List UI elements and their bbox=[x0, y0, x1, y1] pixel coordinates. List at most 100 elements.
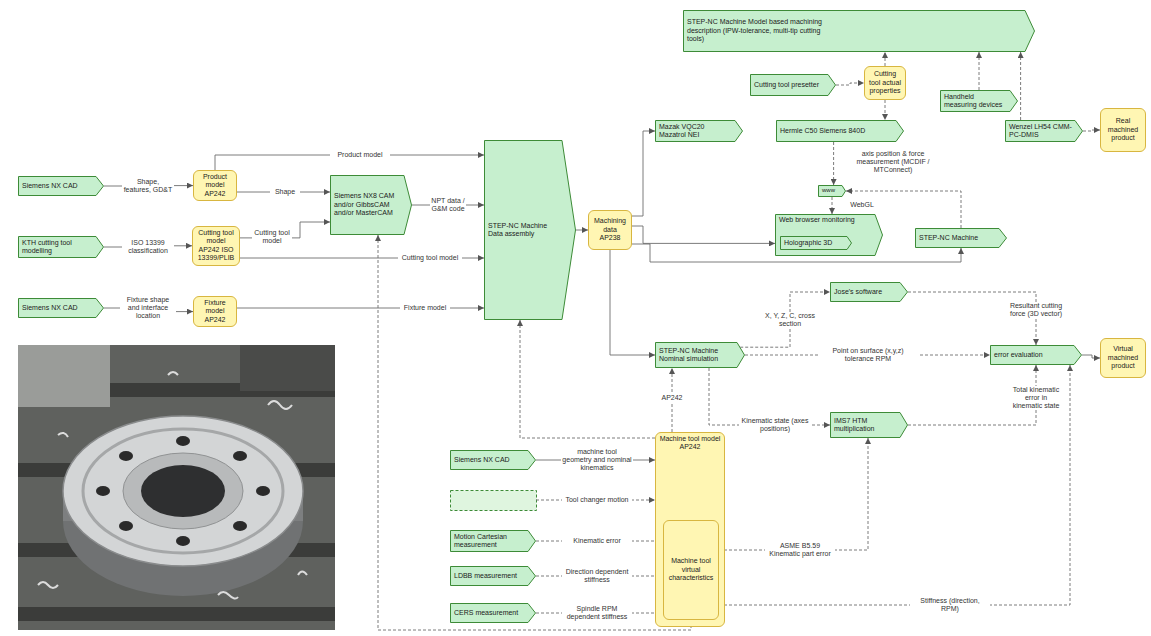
connector bbox=[836, 83, 864, 85]
edge-label: Point on surface (x,y,z) tolerance RPM bbox=[818, 347, 918, 363]
bolt-hole bbox=[119, 451, 133, 461]
box-text: STEP-NC Machine bbox=[919, 234, 996, 242]
photo-background bbox=[18, 345, 335, 630]
edge-label: Cutting tool model bbox=[252, 229, 292, 245]
process-box: Web browser monitoringHolographic 3D bbox=[775, 214, 883, 256]
box-text: Machine tool model AP242 bbox=[659, 435, 721, 452]
process-box: Mazak VQC20 Mazatrol NEI bbox=[655, 120, 743, 142]
process-box: Siemens NX CAD bbox=[18, 298, 104, 318]
process-box: STEP-NC Machine bbox=[915, 228, 1007, 248]
process-box: Hermle C50 Siemens 840D bbox=[776, 120, 904, 142]
process-box: Motion Cartesian measurement bbox=[450, 530, 536, 552]
box-text: Motion Cartesian measurement bbox=[454, 533, 525, 550]
box-outline bbox=[451, 531, 536, 552]
connector bbox=[979, 52, 980, 90]
data-model-box: Virtual machined product bbox=[1100, 338, 1146, 378]
edge-label: Shape, features, GD&T bbox=[122, 178, 174, 194]
box-text: Wenzel LH54 CMM-PC-DMIS bbox=[1009, 123, 1072, 140]
box-outline bbox=[776, 215, 883, 256]
process-box: STEP-NC Machine Model based machining de… bbox=[683, 10, 1035, 52]
fixture-block bbox=[18, 345, 110, 407]
box-text: Cutting tool actual properties bbox=[868, 70, 902, 95]
box-text: Hermle C50 Siemens 840D bbox=[780, 127, 893, 135]
connector bbox=[520, 320, 655, 438]
data-model-box: Machine tool virtual characteristics bbox=[663, 520, 719, 620]
box-text: Machining data AP238 bbox=[592, 217, 628, 242]
box-text: IMS7 HTM multiplication bbox=[834, 417, 897, 434]
connector bbox=[610, 250, 655, 355]
connector bbox=[632, 131, 655, 216]
box-outline bbox=[684, 11, 1035, 52]
box-text: Handheld measuring devices bbox=[944, 93, 1007, 110]
process-box: Siemens NX CAD bbox=[18, 176, 104, 196]
edge-label: Cutting tool model bbox=[398, 254, 462, 262]
box-text: Real machined product bbox=[1104, 117, 1142, 142]
box-outline bbox=[991, 346, 1082, 365]
connector bbox=[832, 197, 833, 214]
connector bbox=[632, 226, 775, 243]
edge-label: NPT data / G&M code bbox=[430, 197, 466, 213]
box-text: LDBB measurement bbox=[454, 572, 525, 580]
data-model-box: Fixture model AP242 bbox=[193, 296, 237, 327]
connector bbox=[576, 230, 588, 231]
metal-chips bbox=[38, 372, 307, 599]
box-text: Mazak VQC20 Mazatrol NEI bbox=[659, 123, 732, 140]
process-box: error evaluation bbox=[990, 345, 1082, 365]
process-box: Handheld measuring devices bbox=[940, 90, 1018, 112]
edge-label: WebGL bbox=[847, 201, 877, 209]
box-outline bbox=[656, 121, 743, 142]
box-outline bbox=[831, 413, 908, 438]
edge-label: Fixture shape and interface location bbox=[120, 296, 176, 320]
edge-label: Resultant cutting force (3D vector) bbox=[1005, 302, 1067, 318]
fixture-block bbox=[240, 345, 335, 391]
edge-label: ISO 13399 classification bbox=[122, 239, 174, 255]
box-outline bbox=[831, 283, 908, 302]
ring-boss bbox=[123, 453, 243, 529]
data-model-box: Machine tool model AP242Machine tool vir… bbox=[655, 432, 725, 627]
box-outline bbox=[941, 91, 1018, 112]
machined-part-photo bbox=[18, 345, 335, 630]
box-outline bbox=[485, 141, 576, 320]
box-text: Jose's software bbox=[834, 288, 897, 296]
box-text: Web browser monitoring bbox=[779, 216, 872, 224]
process-box: KTH cutting tool modelling bbox=[18, 236, 104, 258]
box-outline bbox=[751, 75, 836, 96]
note-label: Tool changer motion bbox=[562, 496, 632, 504]
data-model-box: Product model AP242 bbox=[193, 170, 237, 201]
ring-top bbox=[63, 416, 303, 566]
box-outline bbox=[19, 299, 104, 318]
process-box: www bbox=[818, 185, 846, 197]
box-outline bbox=[819, 186, 846, 197]
box-text: Virtual machined product bbox=[1104, 345, 1142, 370]
edge-label: Shape bbox=[270, 188, 300, 196]
process-box: LDBB measurement bbox=[450, 566, 536, 586]
edge-label: ASME B5.59 Kinematic part error bbox=[765, 542, 835, 558]
connector bbox=[885, 52, 886, 66]
box-text: Machine tool virtual characteristics bbox=[667, 557, 715, 582]
ring-groove bbox=[83, 429, 283, 553]
box-outline bbox=[781, 237, 852, 250]
box-text: STEP-NC Machine Model based machining de… bbox=[687, 18, 835, 43]
ring-bore bbox=[141, 465, 225, 517]
connector bbox=[1020, 52, 1021, 120]
box-text: www bbox=[822, 187, 839, 194]
edge-label: Total kinematic error in kinematic state bbox=[1011, 386, 1061, 410]
process-box: STEP-NC Machine Data assembly bbox=[484, 140, 576, 320]
process-box: CERS measurement bbox=[450, 603, 536, 623]
box-text: KTH cutting tool modelling bbox=[22, 239, 93, 256]
process-box: STEP-NC Machine Nominal simulation bbox=[655, 342, 745, 368]
connector bbox=[1082, 355, 1100, 358]
table-slot bbox=[18, 607, 335, 621]
edge-label: Spindle RPM dependent stiffness bbox=[562, 605, 632, 621]
box-outline bbox=[451, 604, 536, 623]
connector bbox=[833, 142, 834, 185]
process-box: Jose's software bbox=[830, 282, 908, 302]
box-text: STEP-NC Machine Nominal simulation bbox=[659, 347, 734, 364]
box-outline bbox=[451, 451, 536, 470]
edge-label: Kinematic state (axes positions) bbox=[739, 417, 811, 433]
box-outline bbox=[777, 121, 904, 142]
box-outline bbox=[19, 177, 104, 196]
bolt-hole bbox=[96, 486, 110, 496]
edge-label: AP242 bbox=[657, 394, 687, 402]
connector bbox=[1083, 130, 1100, 131]
